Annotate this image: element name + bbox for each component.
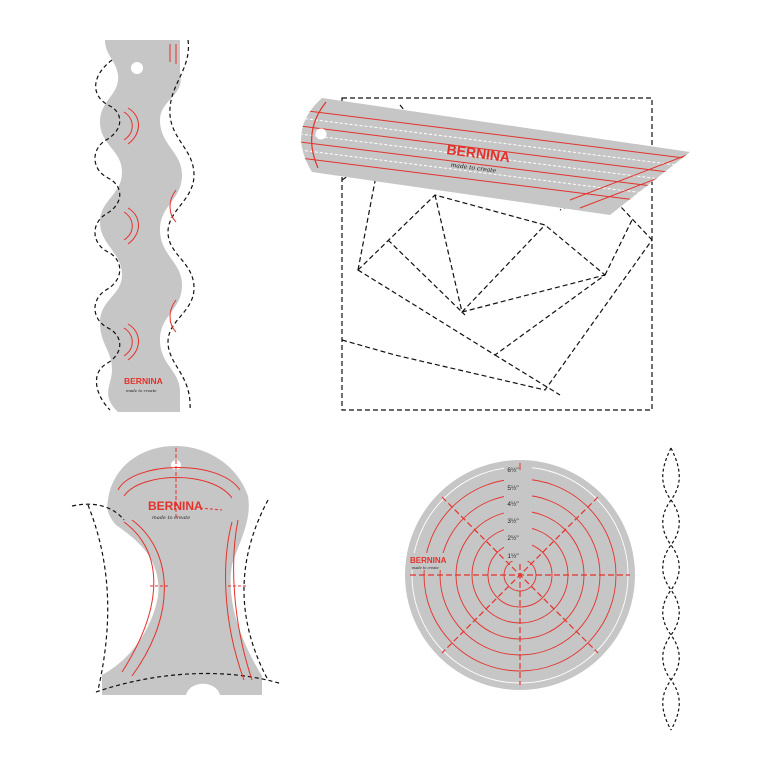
ring-label-1-5: 1½" <box>507 552 519 560</box>
hang-hole <box>315 128 327 140</box>
clamshell-ruler-tagline: made to create <box>152 515 190 521</box>
hang-hole <box>131 62 143 74</box>
clamshell-guide-lines <box>117 448 253 681</box>
straight-ruler-end-curve <box>311 101 327 169</box>
ring-label-3-5: 3½" <box>507 517 519 525</box>
wave-guide-lines <box>123 44 177 361</box>
ring-label-5-5: 5½" <box>507 484 519 492</box>
ring-label-4-5: 4½" <box>507 500 519 508</box>
ring-label-backdrop <box>504 463 532 561</box>
ring-label-6-5: 6½" <box>507 466 519 474</box>
circle-axes <box>410 465 630 685</box>
circle-ruler-logo: BERNINA <box>410 556 447 565</box>
straight-ruler-body <box>301 98 690 215</box>
clamshell-ruler-logo: BERNINA <box>148 499 203 513</box>
wave-stitch-right <box>167 39 195 411</box>
straight-ruler-block: BERNINA made to create <box>301 97 690 411</box>
wave-ruler: BERNINA made to create <box>94 39 195 412</box>
wave-ruler-logo: BERNINA <box>124 376 163 386</box>
wave-stitch-left <box>94 59 121 411</box>
wave-ruler-tagline: made to create <box>126 388 157 393</box>
circle-ruler-tagline: made to create <box>412 566 439 570</box>
logo-backdrop <box>408 553 454 570</box>
chain-stitch-pattern <box>662 447 680 731</box>
clamshell-stitch <box>71 499 283 693</box>
wave-ruler-body <box>100 40 182 412</box>
circle-ruler: 6½" 5½" 4½" 3½" 2½" 1½" BERNINA made to … <box>405 460 635 690</box>
clamshell-ruler-body <box>102 446 262 695</box>
clamshell-ruler: BERNINA made to create <box>71 446 283 695</box>
block-outline <box>341 97 653 411</box>
ring-label-2-5: 2½" <box>507 534 519 542</box>
